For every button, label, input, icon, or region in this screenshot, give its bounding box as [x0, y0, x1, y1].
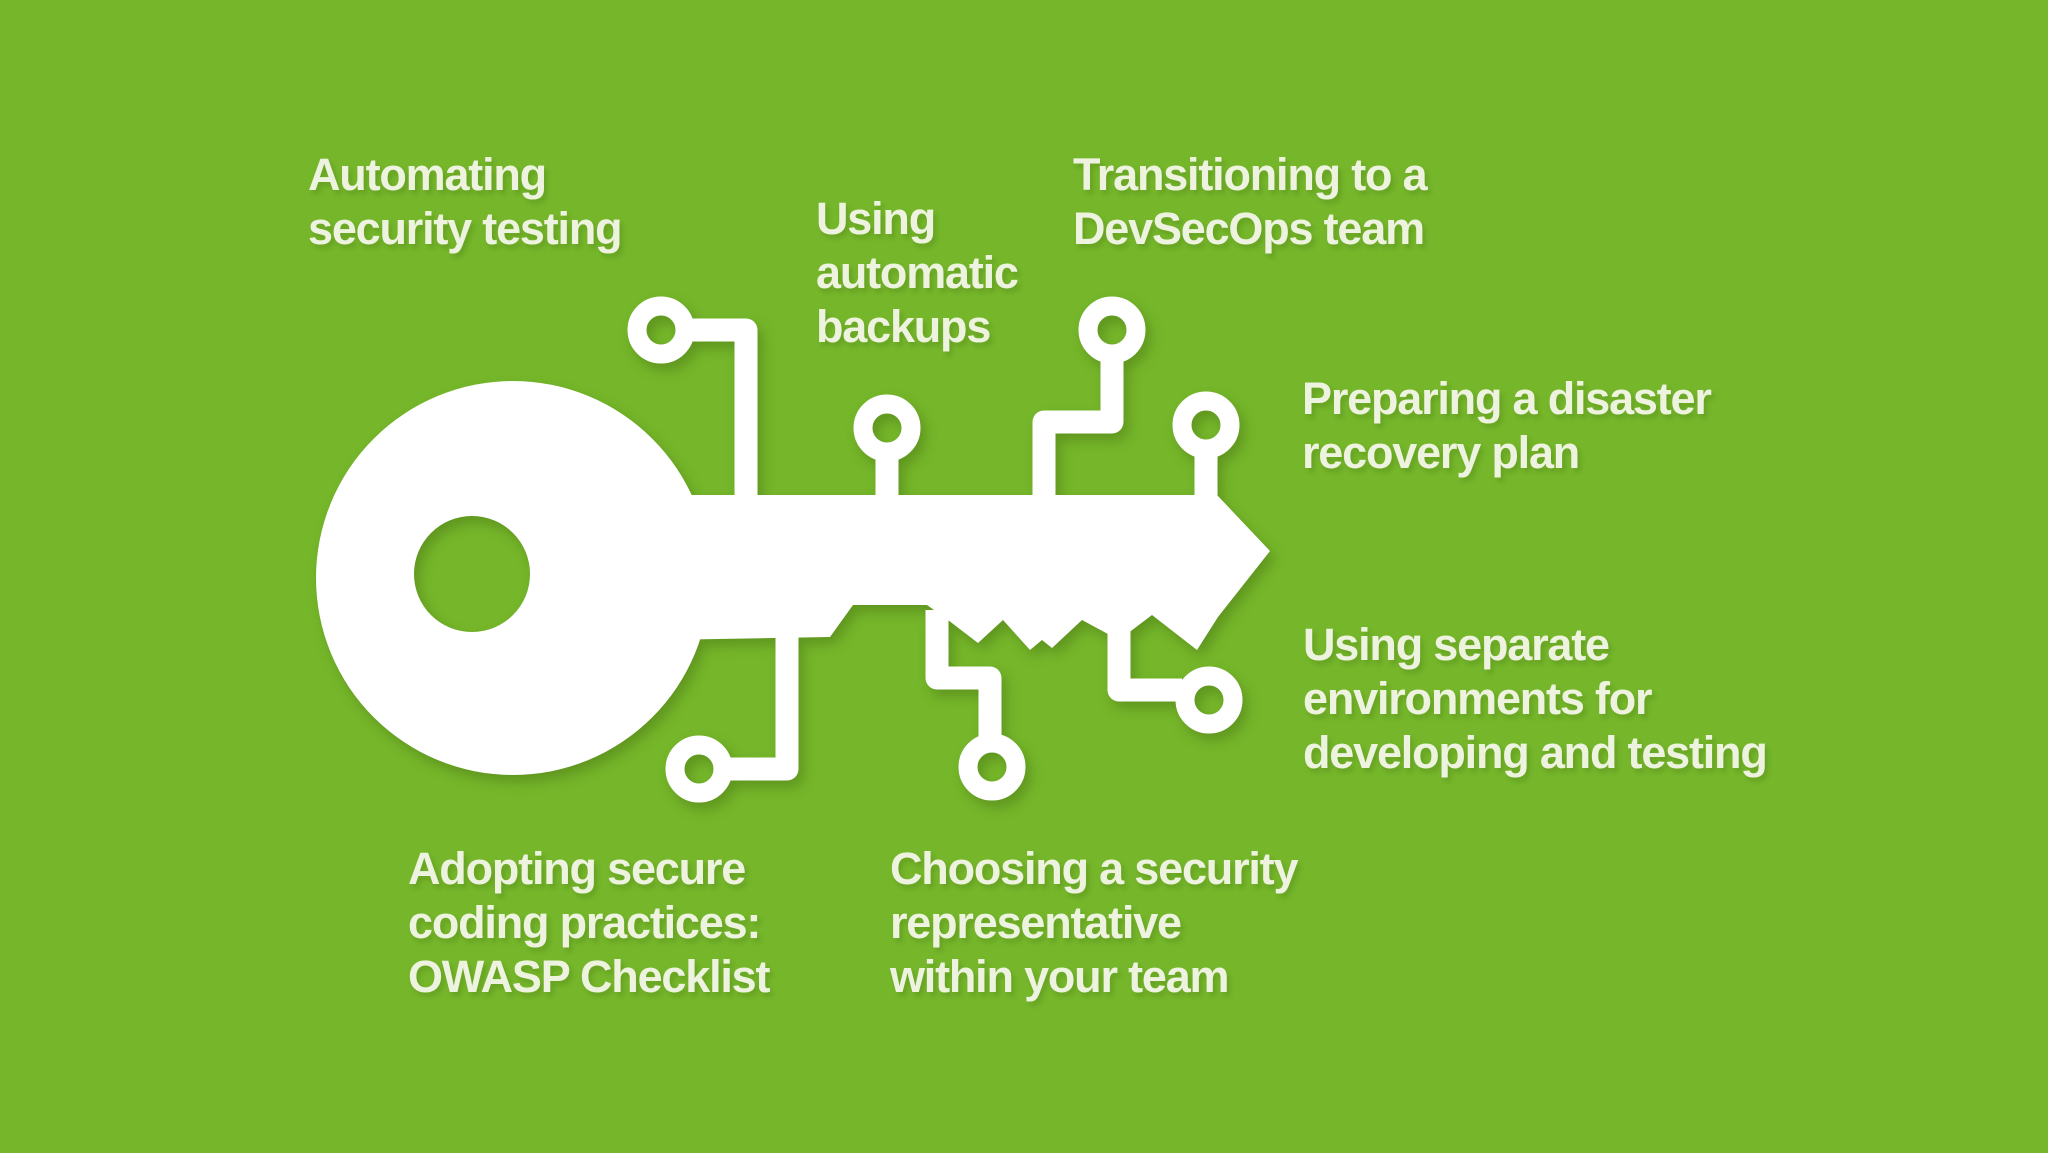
- label-line: automatic: [816, 247, 1019, 298]
- key-head: [316, 381, 710, 775]
- node-ring-representative: [958, 733, 1026, 801]
- label-line: Using: [816, 193, 936, 244]
- label-line: coding practices:: [408, 897, 761, 948]
- node-ring-backups: [853, 394, 921, 462]
- label-line: backups: [816, 301, 991, 352]
- label-line: developing and testing: [1303, 727, 1768, 778]
- trace-environments: [1107, 625, 1182, 702]
- label-line: recovery plan: [1302, 427, 1580, 478]
- label-line: Choosing a security: [890, 843, 1298, 894]
- key-graphic-group: [316, 296, 1270, 803]
- label-line: DevSecOps team: [1073, 203, 1425, 254]
- trace-owasp: [726, 636, 799, 781]
- node-ring-automating: [627, 296, 695, 364]
- label-line: within your team: [890, 951, 1230, 1002]
- node-ring-owasp: [665, 735, 733, 803]
- label-line: Using separate: [1303, 619, 1610, 670]
- trace-automating: [688, 318, 758, 500]
- label-line: security testing: [308, 203, 623, 254]
- label-line: representative: [890, 897, 1182, 948]
- label-line: Adopting secure: [408, 843, 746, 894]
- node-ring-devsecops: [1078, 296, 1146, 364]
- trace-devsecops: [1032, 357, 1124, 500]
- key-shaft: [660, 495, 1270, 650]
- node-ring-disaster: [1172, 391, 1240, 459]
- label-line: environments for: [1303, 673, 1653, 724]
- label-line: Automating: [308, 149, 547, 200]
- trace-representative: [925, 610, 1002, 740]
- node-ring-environments: [1175, 666, 1243, 734]
- label-line: Transitioning to a: [1073, 149, 1428, 200]
- label-line: Preparing a disaster: [1302, 373, 1712, 424]
- label-line: OWASP Checklist: [408, 951, 770, 1002]
